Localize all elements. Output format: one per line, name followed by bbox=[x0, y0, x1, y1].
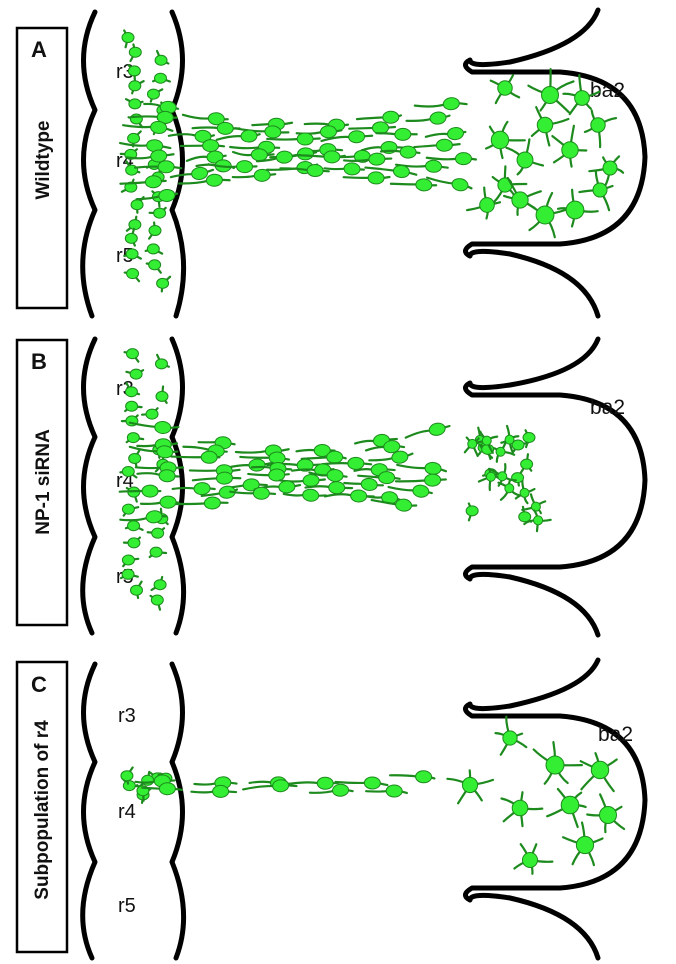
neural-crest-cell bbox=[125, 269, 139, 282]
neural-crest-cell bbox=[122, 555, 138, 566]
neural-crest-cell bbox=[146, 244, 163, 254]
panel-a: A Wildtype r3 r4 r5 ba2 bbox=[17, 10, 645, 316]
panel-b-ba2-label: ba2 bbox=[590, 396, 625, 419]
neural-crest-cell bbox=[581, 753, 617, 791]
neural-crest-cell bbox=[558, 190, 598, 227]
neural-crest-cell bbox=[127, 487, 140, 502]
panel-c-r5-label: r5 bbox=[118, 895, 136, 917]
panel-b-hindbrain-right-edge bbox=[172, 339, 184, 633]
neural-crest-cell bbox=[563, 823, 602, 866]
neural-crest-cell bbox=[491, 75, 519, 103]
neural-crest-cell bbox=[585, 111, 616, 148]
neural-crest-cell bbox=[514, 844, 552, 874]
neural-crest-cell bbox=[528, 69, 573, 112]
neural-crest-cell bbox=[502, 792, 543, 826]
panel-c-hindbrain-left-edge bbox=[83, 664, 95, 958]
neural-crest-cell bbox=[147, 260, 161, 273]
neural-crest-cell bbox=[534, 742, 582, 784]
neural-crest-cell bbox=[152, 577, 167, 590]
neural-crest-cell bbox=[147, 89, 162, 102]
panel-c-side-label: Subpopulation of r4 bbox=[32, 720, 53, 900]
neural-crest-cell bbox=[150, 208, 166, 218]
panel-a-ba2-label: ba2 bbox=[590, 79, 625, 102]
neural-crest-cell bbox=[122, 31, 134, 48]
neural-crest-cell bbox=[126, 99, 143, 109]
neural-crest-cell bbox=[587, 794, 624, 832]
neural-crest-cell bbox=[190, 463, 240, 477]
panel-c-ba2-label: ba2 bbox=[598, 723, 633, 746]
panel-b-side-label: NP-1 siRNA bbox=[33, 429, 54, 535]
neural-crest-cell bbox=[414, 96, 467, 113]
neural-crest-cell bbox=[496, 717, 527, 755]
neural-crest-cell bbox=[390, 770, 435, 784]
neural-crest-cell bbox=[525, 193, 572, 237]
neural-crest-cell bbox=[149, 223, 161, 239]
panel-a-hindbrain-left-edge bbox=[83, 12, 95, 316]
neural-crest-cell bbox=[404, 421, 451, 442]
neural-crest-cell bbox=[122, 504, 138, 516]
neural-crest-cell bbox=[243, 779, 297, 795]
neural-crest-cell bbox=[142, 408, 158, 419]
neural-crest-cell bbox=[151, 595, 164, 610]
neural-crest-cell bbox=[532, 107, 569, 145]
neural-crest-cell bbox=[507, 139, 544, 174]
neural-crest-cell bbox=[153, 73, 170, 83]
panel-c-r3-label: r3 bbox=[118, 705, 136, 727]
panel-c: C Subpopulation of r4 r3 r4 r5 ba2 bbox=[17, 660, 645, 958]
neural-crest-cell bbox=[125, 349, 139, 362]
neural-crest-cell bbox=[122, 180, 137, 193]
neural-crest-cell bbox=[547, 789, 586, 827]
panel-c-letter: C bbox=[31, 672, 47, 697]
panel-b: B NP-1 siRNA r3 r4 r5 ba2 bbox=[17, 339, 645, 635]
panel-b-hindbrain-left-edge bbox=[83, 339, 95, 633]
neural-crest-cell bbox=[414, 139, 460, 152]
panel-c-r4-label: r4 bbox=[118, 801, 136, 823]
panel-a-arch-outline bbox=[465, 10, 645, 316]
neural-crest-cell bbox=[129, 81, 144, 94]
neural-crest-cell bbox=[589, 156, 623, 187]
neural-crest-cell bbox=[290, 777, 339, 790]
neural-crest-cell bbox=[426, 173, 473, 193]
neural-crest-cell bbox=[486, 122, 525, 158]
neural-crest-cell bbox=[465, 438, 479, 456]
panel-a-letter: A bbox=[31, 37, 47, 62]
neural-crest-cell bbox=[406, 111, 450, 128]
neural-crest-cell bbox=[148, 528, 164, 538]
neural-crest-cell bbox=[155, 51, 168, 65]
neural-crest-cell bbox=[127, 433, 143, 443]
neural-crest-cell bbox=[552, 126, 586, 167]
neural-crest-cell bbox=[150, 547, 166, 557]
neural-crest-cell bbox=[124, 538, 140, 548]
neural-crest-cell bbox=[156, 387, 168, 403]
neural-crest-cell bbox=[521, 454, 533, 470]
neural-crest-cell bbox=[141, 496, 179, 509]
neural-crest-cell bbox=[126, 521, 143, 531]
panel-c-cell-group bbox=[121, 717, 624, 874]
neural-crest-cell bbox=[125, 401, 141, 411]
panel-c-hindbrain-right-edge bbox=[172, 664, 184, 958]
neural-crest-cell bbox=[447, 770, 493, 803]
neural-crest-cell bbox=[157, 277, 171, 292]
neural-crest-cell bbox=[466, 504, 478, 521]
panel-b-letter: B bbox=[31, 349, 47, 374]
panel-b-arch-outline bbox=[465, 339, 645, 635]
neural-crest-cell bbox=[121, 569, 138, 579]
panel-a-side-label: Wildtype bbox=[33, 121, 54, 200]
neural-crest-cell bbox=[129, 44, 141, 61]
neural-crest-cell bbox=[467, 188, 500, 219]
neural-crest-cell bbox=[129, 450, 141, 466]
neural-crest-cell bbox=[155, 355, 168, 369]
